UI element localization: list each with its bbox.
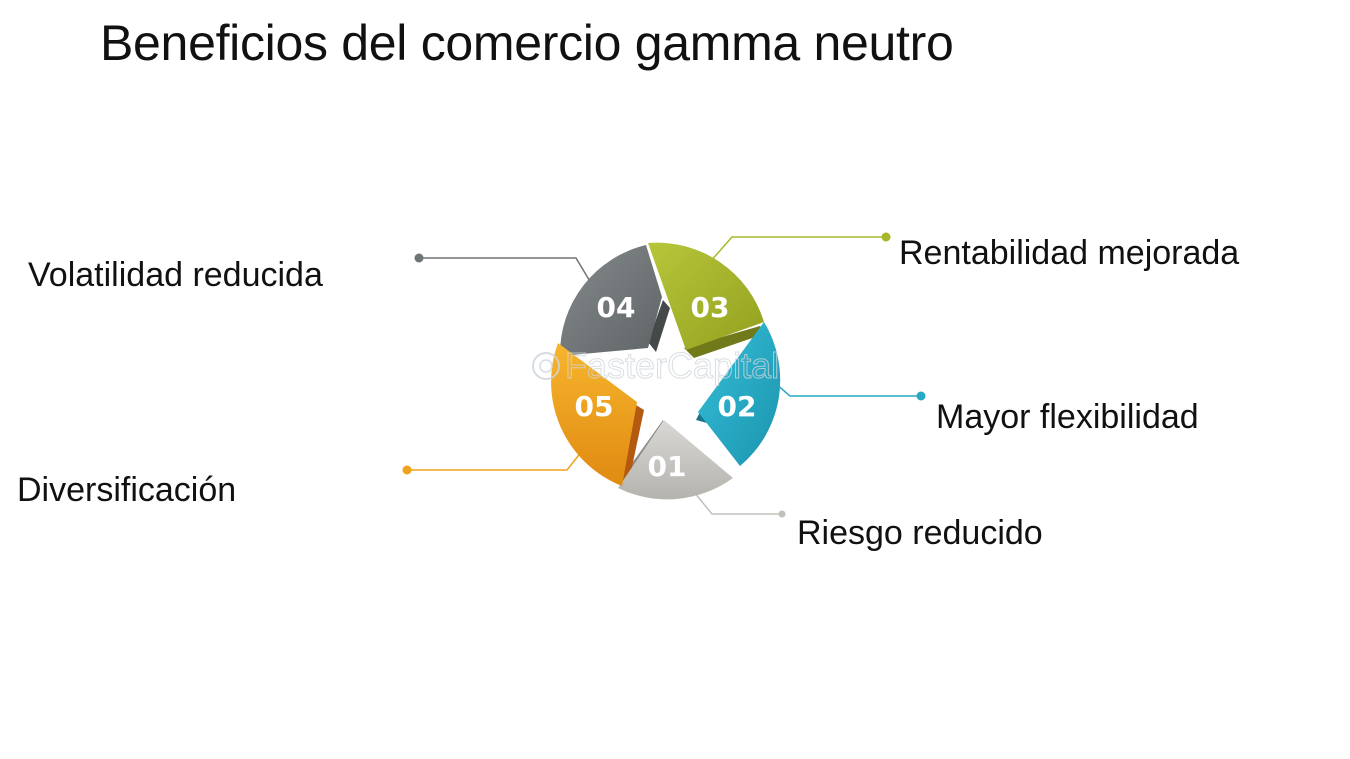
connector-03 xyxy=(709,232,891,263)
label-riesgo-reducido: Riesgo reducido xyxy=(797,514,1043,552)
segment-02 xyxy=(698,322,781,466)
segment-04-number: 04 xyxy=(597,291,636,324)
page-title: Beneficios del comercio gamma neutro xyxy=(100,15,954,71)
segment-03-number: 03 xyxy=(691,291,730,324)
label-volatilidad-reducida: Volatilidad reducida xyxy=(28,256,323,294)
label-rentabilidad-mejorada: Rentabilidad mejorada xyxy=(899,234,1240,272)
watermark-text: FasterCapital xyxy=(565,345,779,386)
segment-01 xyxy=(618,420,733,500)
segment-01-number: 01 xyxy=(648,450,687,483)
segment-05 xyxy=(551,343,637,486)
label-mayor-flexibilidad: Mayor flexibilidad xyxy=(936,398,1199,436)
segment-04 xyxy=(559,245,662,356)
segment-02-number: 02 xyxy=(718,390,757,423)
segment-05-number: 05 xyxy=(575,390,614,423)
connector-02 xyxy=(761,371,926,401)
connector-04 xyxy=(414,253,601,299)
segment-03 xyxy=(648,242,764,350)
watermark-logo xyxy=(532,352,560,380)
label-diversificacion: Diversificación xyxy=(17,471,237,509)
connector-05 xyxy=(402,445,587,475)
connector-01 xyxy=(693,491,786,518)
